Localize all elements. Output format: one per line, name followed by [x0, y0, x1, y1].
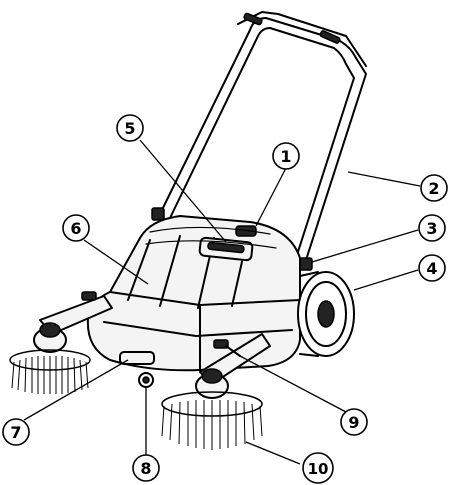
callout-label: 2: [428, 179, 439, 198]
callout-label: 3: [426, 219, 437, 238]
callout-4: 4: [418, 254, 446, 282]
push-handle: [159, 11, 367, 261]
callout-label: 1: [280, 147, 291, 166]
right-side-brush: [161, 368, 263, 450]
callout-1: 1: [272, 142, 300, 170]
callout-7: 7: [2, 418, 30, 446]
callout-6: 6: [62, 214, 90, 242]
left-side-brush: [9, 322, 91, 394]
sweeper-housing: [86, 215, 301, 372]
front-caster: [119, 351, 155, 388]
rear-wheel: [297, 271, 355, 357]
callout-label: 6: [70, 219, 81, 238]
callout-10: 10: [302, 452, 334, 484]
callout-3: 3: [418, 214, 446, 242]
callout-9: 9: [340, 408, 368, 436]
callout-label: 10: [308, 460, 329, 478]
callout-label: 5: [124, 119, 135, 138]
callout-label: 7: [10, 423, 21, 442]
callout-label: 9: [348, 413, 359, 432]
callout-8: 8: [132, 454, 160, 482]
callout-5: 5: [116, 114, 144, 142]
callout-2: 2: [420, 174, 448, 202]
leader-lines: [23, 139, 421, 465]
callout-label: 4: [426, 259, 437, 278]
callout-label: 8: [140, 459, 151, 478]
